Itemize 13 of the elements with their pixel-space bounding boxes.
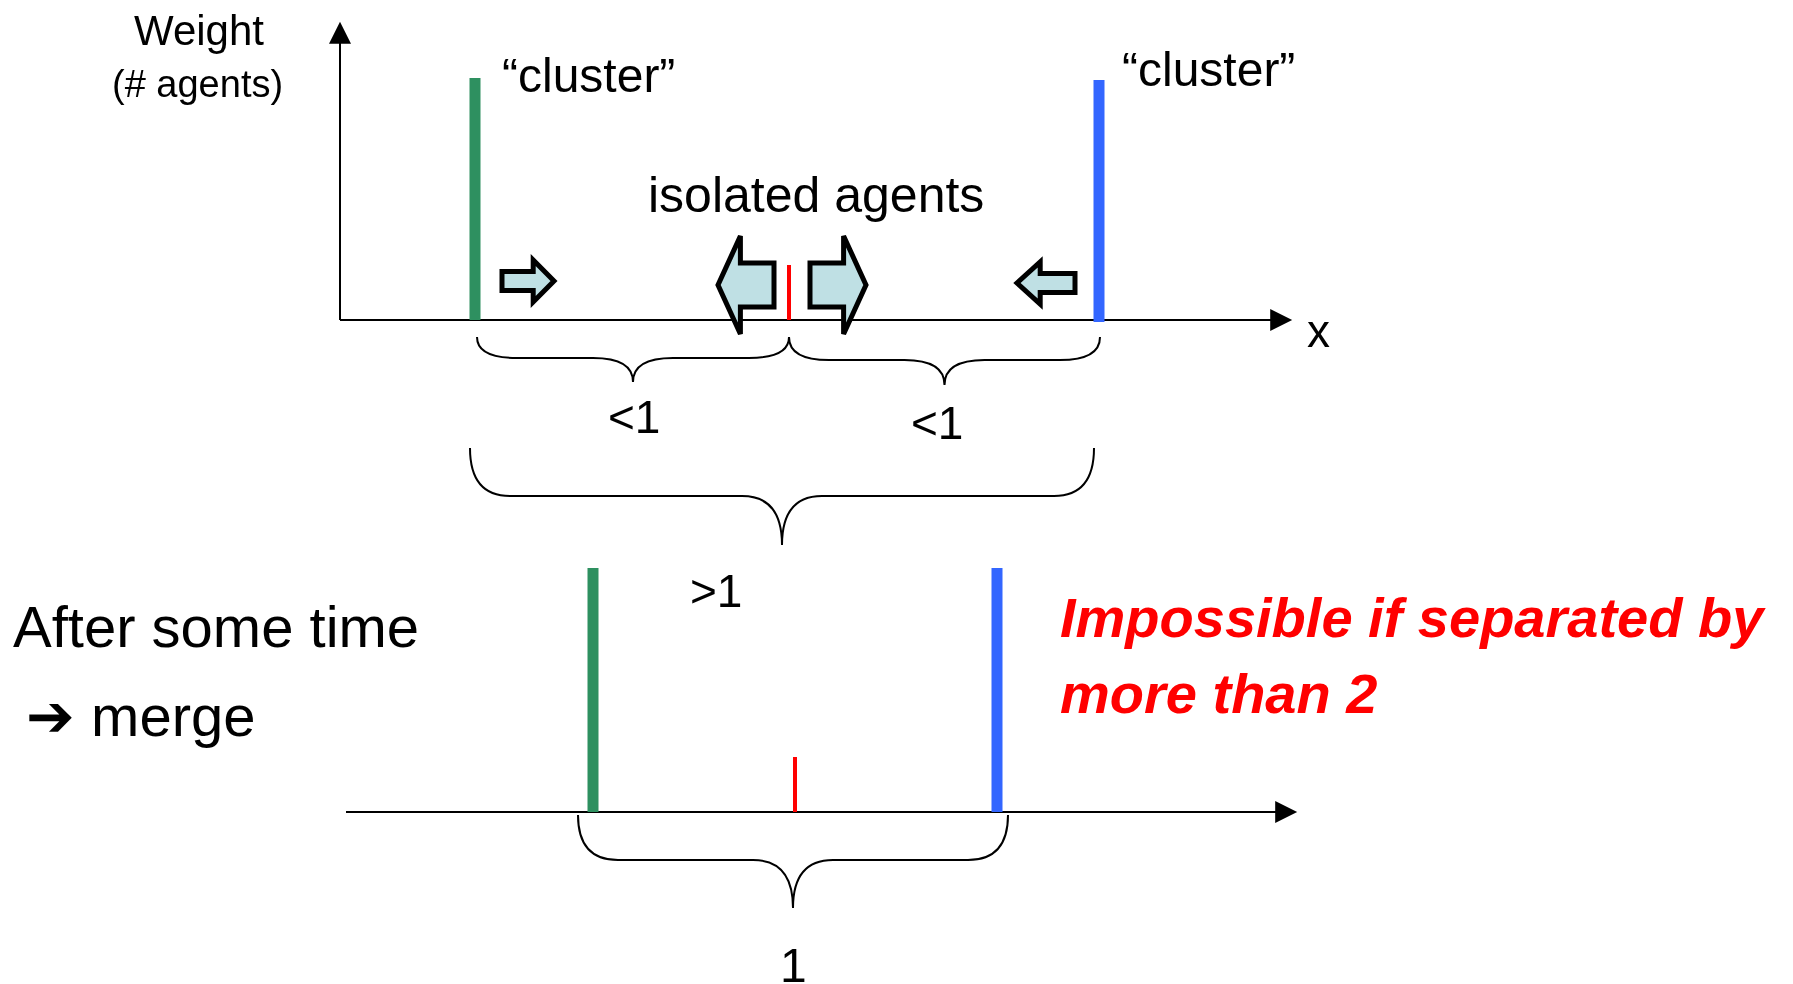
caption-text: ➔ merge — [26, 684, 256, 748]
axis-subtitle: (# agents) — [112, 64, 284, 106]
distance-label: <1 — [608, 392, 661, 443]
annotation: isolated agents — [648, 168, 985, 223]
conclusion-text: Impossible if separated by more than 2 — [1060, 585, 1767, 727]
distance-label: >1 — [690, 566, 743, 617]
axis-title: Weight — [134, 8, 264, 55]
cluster-label: “cluster” — [1122, 44, 1296, 97]
cluster-label: “cluster” — [502, 50, 676, 103]
caption-text: After some time — [13, 595, 420, 659]
distance-label: <1 — [911, 398, 964, 449]
axis-label: x — [1307, 306, 1330, 357]
distance-label: 1 — [780, 940, 807, 984]
